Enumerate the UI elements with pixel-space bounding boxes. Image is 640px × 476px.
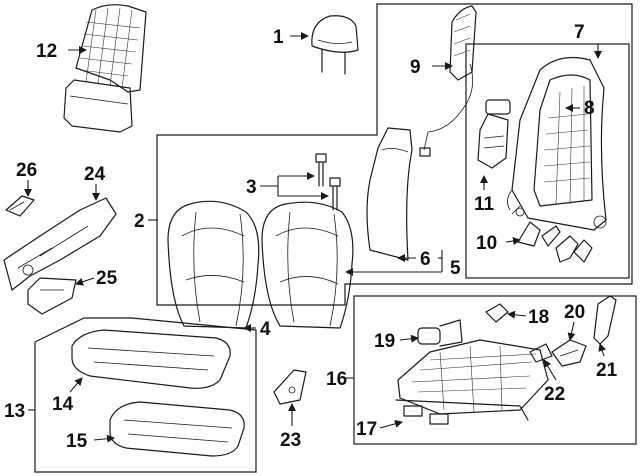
leader-lines [24,32,607,443]
callout-12: 12 [36,41,57,62]
part-1-headrest [311,15,359,75]
part-11-recliner-motor [477,99,511,169]
part-6-seatback-cover [366,127,413,261]
callout-21: 21 [596,360,618,381]
part-10-levers [517,221,593,263]
part-17-pads [403,405,449,425]
callout-14: 14 [52,394,74,415]
callout-4: 4 [260,319,271,340]
callout-20: 20 [564,302,585,323]
callout-1: 1 [273,27,284,48]
group-box-2 [156,3,633,306]
group-box-13 [34,317,257,473]
callout-6: 6 [420,249,431,270]
callout-17: 17 [356,419,377,440]
part-18-clip [485,303,509,323]
part-14-cushion-pad [71,329,231,389]
callout-26: 26 [16,160,37,181]
group-box-7 [465,43,630,279]
callout-3: 3 [246,177,257,198]
callout-19: 19 [374,331,395,352]
part-12-seatback-pad [63,4,147,133]
group-box-16 [353,295,637,445]
callout-25: 25 [96,268,118,289]
part-23-bracket [273,369,307,405]
part-19-motor [417,319,463,347]
part-16-seat-track [395,339,549,421]
part-9-side-airbag [419,5,477,157]
part-7-seatback-frame [507,57,607,231]
callout-22: 22 [544,384,565,405]
callout-11: 11 [474,194,495,215]
part-4-seatback-trim [167,200,260,329]
callout-15: 15 [66,431,88,452]
part-3-guides [315,153,341,211]
part-20-switch [551,339,587,367]
part-22-bracket [529,343,553,363]
callout-7: 7 [574,22,585,43]
part-15-cushion-cover [109,401,245,457]
callout-18: 18 [528,307,549,328]
callout-16: 16 [326,369,347,390]
callout-24: 24 [84,164,106,185]
callout-2: 2 [134,211,145,232]
callout-labels: 1 2 3 4 5 6 7 8 9 10 11 12 13 14 15 16 1… [4,22,618,452]
callout-23: 23 [280,430,301,451]
callout-9: 9 [410,57,421,78]
part-4-seatback-trim-front [261,201,354,329]
callout-13: 13 [4,401,25,422]
callout-10: 10 [476,233,497,254]
callout-8: 8 [584,98,595,119]
callout-5: 5 [450,258,461,279]
part-21-cover [593,295,617,345]
part-25-switch [27,277,77,315]
part-26-cap [5,195,35,217]
part-24-side-shield [3,197,117,291]
